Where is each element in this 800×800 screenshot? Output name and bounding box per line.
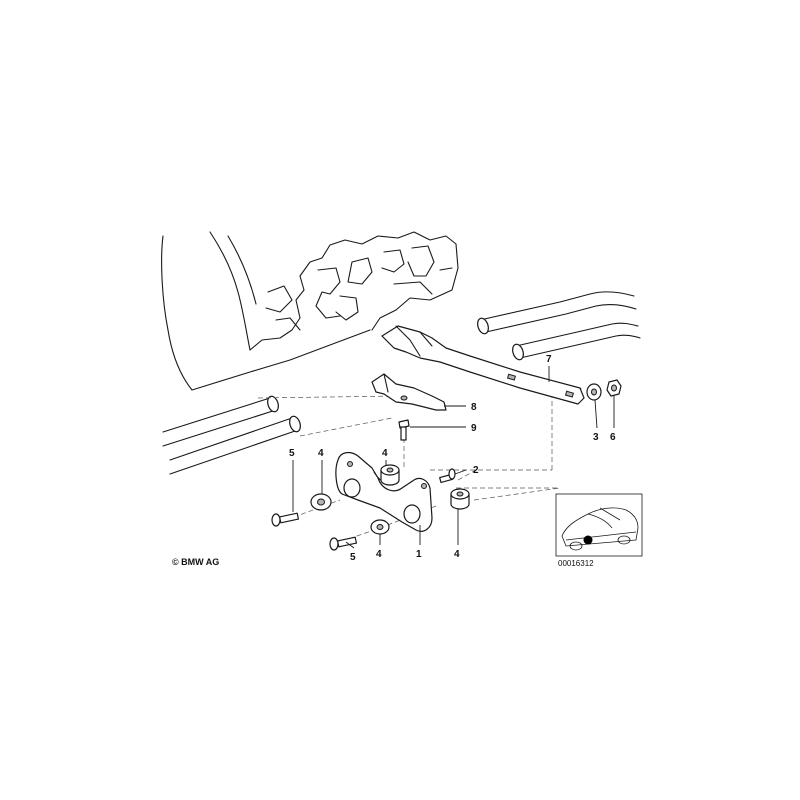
- part-4-washer-left: [310, 493, 332, 511]
- part-2-bolt: [439, 468, 456, 484]
- label-part-4-left: 4: [318, 448, 324, 459]
- copyright-text: © BMW AG: [172, 557, 219, 567]
- right-frame-rails: [477, 291, 641, 361]
- transmission-housing-illustration: [161, 231, 459, 391]
- part-5-bolt-left: [271, 512, 300, 527]
- label-part-1: 1: [416, 549, 422, 560]
- part-6-nut: [606, 379, 622, 397]
- label-part-3: 3: [593, 432, 599, 443]
- part-4-washer-lower: [370, 519, 390, 535]
- label-part-4-upper: 4: [382, 448, 388, 459]
- part-9-screw: [398, 419, 410, 441]
- label-part-4-lower: 4: [376, 549, 382, 560]
- image-code: 00016312: [558, 559, 594, 568]
- label-part-4-right: 4: [454, 549, 460, 560]
- left-frame-rails: [162, 395, 301, 475]
- location-marker-icon: [583, 535, 593, 545]
- vehicle-locator-thumbnail: [555, 493, 643, 557]
- leader-lines: [292, 366, 615, 549]
- part-7-bracket: [381, 325, 585, 405]
- label-part-5-lower: 5: [350, 552, 356, 563]
- label-part-9: 9: [471, 423, 477, 434]
- label-part-6: 6: [610, 432, 616, 443]
- part-5-bolt-lower: [329, 536, 358, 551]
- part-4-mount-right: [450, 488, 470, 510]
- part-8-clamp: [371, 373, 447, 411]
- label-part-5-left: 5: [289, 448, 295, 459]
- part-1-mounting-plate: [335, 451, 433, 532]
- label-part-2: 2: [473, 465, 479, 476]
- label-part-7: 7: [546, 354, 552, 365]
- label-part-8: 8: [471, 402, 477, 413]
- part-4-mount-upper: [380, 464, 400, 486]
- part-3-washer: [586, 383, 602, 401]
